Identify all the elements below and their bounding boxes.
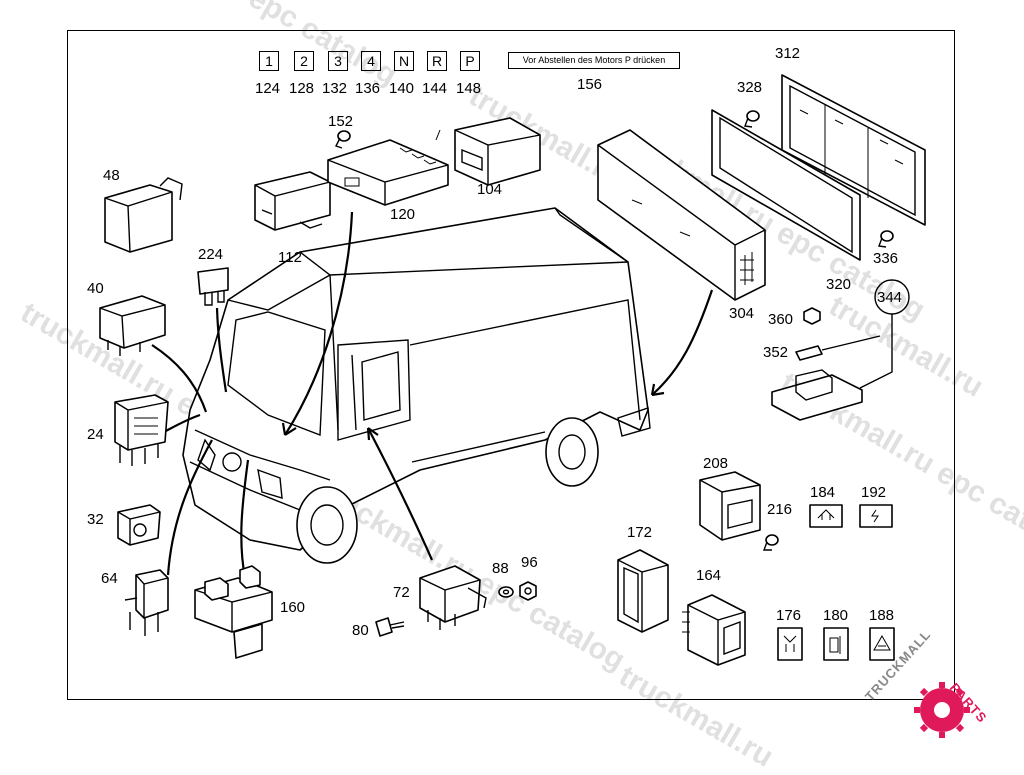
part-64 [124, 569, 169, 636]
callout-96: 96 [521, 554, 538, 571]
callout-64: 64 [101, 570, 118, 587]
part-312 [781, 74, 926, 226]
gear-number-128: 128 [289, 80, 315, 97]
gear-box-r: R [427, 51, 447, 71]
callout-188: 188 [869, 607, 895, 624]
callout-216: 216 [767, 501, 793, 518]
lamp-base [771, 369, 863, 421]
gear-number-124: 124 [255, 80, 281, 97]
gear-number-132: 132 [322, 80, 348, 97]
gear-box-3: 3 [328, 51, 348, 71]
truckmall-parts-logo: TRUCKMALL PARTS [860, 627, 1020, 748]
part-72 [419, 565, 487, 630]
callout-88: 88 [492, 560, 509, 577]
callout-32: 32 [87, 511, 104, 528]
callout-112: 112 [278, 249, 302, 266]
part-172 [617, 549, 669, 633]
callout-336: 336 [873, 250, 899, 267]
part-48 [104, 177, 183, 253]
part-304 [597, 129, 766, 301]
part-224 [197, 267, 229, 306]
callout-164: 164 [696, 567, 722, 584]
part-160 [194, 565, 273, 659]
callout-104: 104 [477, 181, 503, 198]
part-104 [454, 117, 541, 186]
part-152 [335, 130, 351, 149]
callout-160: 160 [280, 599, 306, 616]
callout-24: 24 [87, 426, 104, 443]
part-120 [327, 129, 449, 206]
part-164 [682, 594, 746, 666]
callout-208: 208 [703, 455, 729, 472]
gear-number-144: 144 [422, 80, 448, 97]
gear-box-n: N [394, 51, 414, 71]
gear-box-2: 2 [294, 51, 314, 71]
line-drawing [99, 74, 926, 666]
parts-diagram: epc catalog truckmall.ru truckmall.ru ep… [15, 0, 1024, 774]
callout-80: 80 [352, 622, 369, 639]
callout-176: 176 [776, 607, 802, 624]
part-32 [117, 504, 161, 546]
notice-plate: Vor Abstellen des Motors P drücken [508, 52, 680, 69]
callout-152: 152 [328, 113, 354, 130]
callout-156: 156 [577, 76, 603, 93]
callout-312: 312 [775, 45, 801, 62]
part-40 [99, 295, 166, 356]
callout-172: 172 [627, 524, 653, 541]
callout-344: 344 [877, 289, 903, 306]
callout-304: 304 [729, 305, 755, 322]
callout-72: 72 [393, 584, 410, 601]
part-112 [254, 171, 331, 231]
callout-352: 352 [763, 344, 789, 361]
callout-328: 328 [737, 79, 763, 96]
gear-number-148: 148 [456, 80, 482, 97]
callout-184: 184 [810, 484, 836, 501]
gear-number-140: 140 [389, 80, 415, 97]
callout-360: 360 [768, 311, 794, 328]
part-328 [744, 110, 760, 128]
callout-224: 224 [198, 246, 224, 263]
part-320 [711, 109, 861, 261]
callout-48: 48 [103, 167, 120, 184]
gear-box-4: 4 [361, 51, 381, 71]
part-336 [878, 230, 894, 248]
callout-40: 40 [87, 280, 104, 297]
callout-180: 180 [823, 607, 849, 624]
part-24 [114, 394, 169, 466]
callout-192: 192 [861, 484, 887, 501]
gear-box-p: P [460, 51, 480, 71]
gear-number-136: 136 [355, 80, 381, 97]
van-illustration [182, 207, 651, 564]
part-208 [699, 471, 761, 541]
callout-320: 320 [826, 276, 852, 293]
gear-box-1: 1 [259, 51, 279, 71]
callout-120: 120 [390, 206, 416, 223]
diagram-frame [67, 30, 955, 700]
